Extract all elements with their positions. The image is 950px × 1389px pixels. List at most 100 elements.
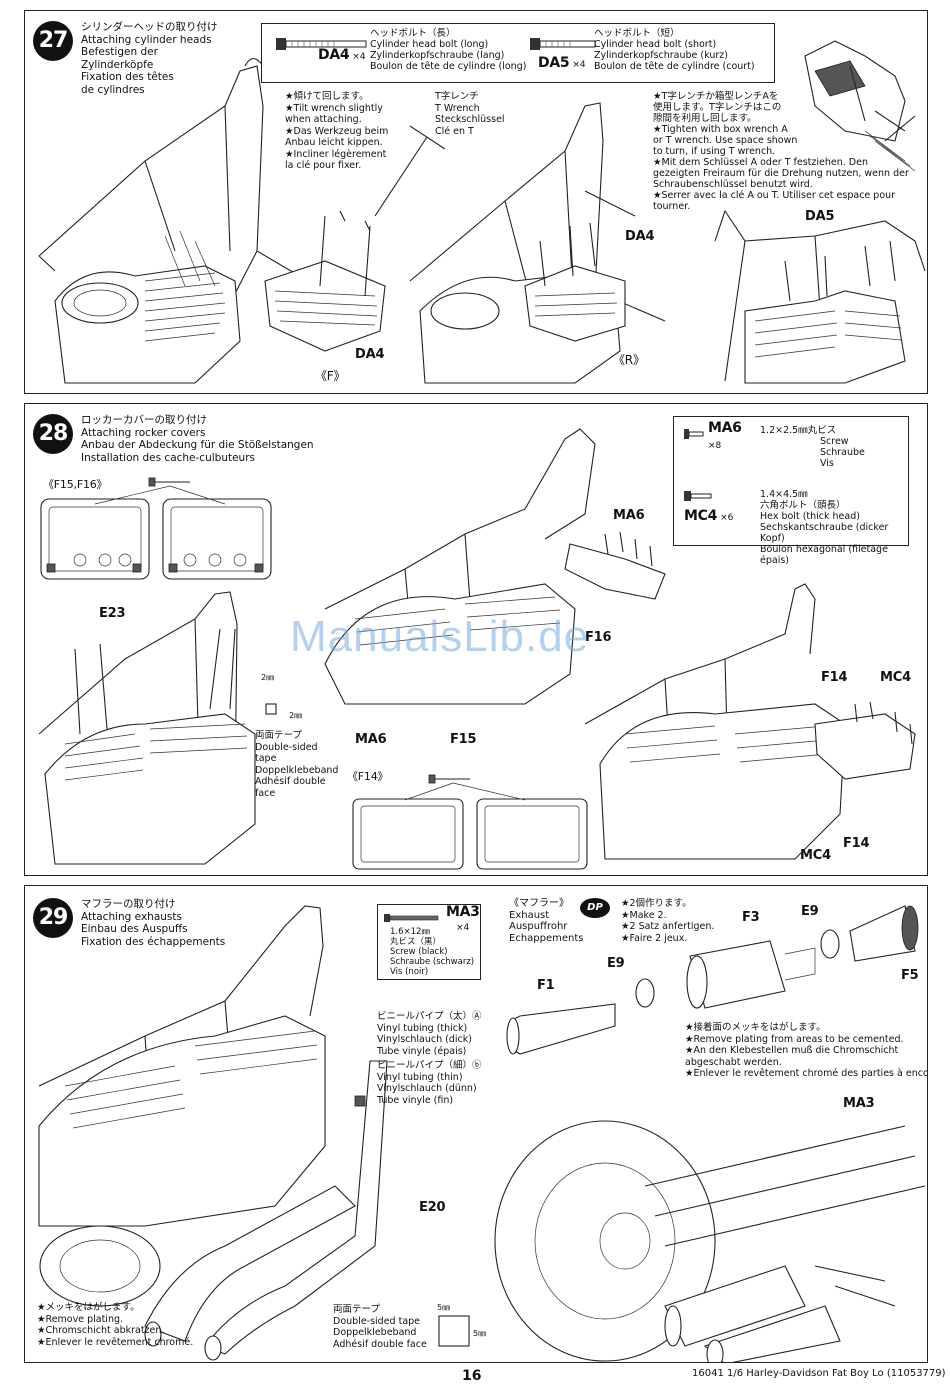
screw-ma6-de: Schraube	[820, 447, 865, 458]
note-tilt-wrench: ★傾けて回します。 ★Tilt wrench slightly when att…	[285, 91, 388, 172]
step-29-illustration	[38, 898, 926, 1362]
bolt-long-en: Cylinder head bolt (long)	[370, 39, 489, 50]
note-remove-cemented: ★接着面のメッキをはがします。 ★Remove plating from are…	[685, 1022, 927, 1080]
dp-badge: DP	[587, 902, 603, 913]
note-line: Vinyl tubing (thick)	[377, 1022, 468, 1034]
note-line: 両面テープ	[255, 730, 302, 741]
parts-box: DA4 ×4 ヘッドボルト（長） Cylinder head bolt (lon…	[261, 23, 775, 83]
title-en: Attaching rocker covers	[81, 426, 206, 439]
screw-ma3-icon	[384, 914, 439, 922]
label-mc4: MC4	[800, 848, 831, 863]
label-f3: F3	[742, 910, 760, 925]
bolt-long-qty: ×4	[352, 52, 366, 62]
label-da4: DA4	[355, 347, 385, 362]
label-e20: E20	[419, 1200, 446, 1215]
screw-ma3-size: 1.6×12㎜	[390, 927, 430, 937]
note-line: gezeigten Freiraum für die Drehung nutze…	[653, 168, 909, 179]
note-line: ★2 Satz anfertigen.	[621, 921, 715, 932]
label-ma6: MA6	[613, 508, 645, 523]
note-line: face	[255, 787, 276, 799]
note-line: ★接着面のメッキをはがします。	[685, 1022, 826, 1033]
label-f16: F16	[585, 630, 612, 645]
note-line: ★2個作ります。	[621, 898, 692, 909]
note-line: Vinylschlauch (dick)	[377, 1034, 472, 1045]
bolt-mc4-jp: 六角ボルト（頭長）	[760, 500, 846, 511]
note-make-two: ★2個作ります。 ★Make 2. ★2 Satz anfertigen. ★F…	[621, 898, 714, 944]
bolt-short-code: DA5	[538, 55, 570, 71]
tape-dim-height: 2㎜	[289, 711, 303, 720]
note-line: when attaching.	[285, 114, 362, 125]
label-f14: F14	[843, 836, 870, 851]
note-line: 両面テープ	[333, 1304, 380, 1315]
note-line: ★Das Werkzeug beim	[285, 125, 389, 137]
note-tape: 両面テープ Double-sided tape Doppelklebeband …	[255, 730, 338, 799]
label-f14-box: 《F14》	[347, 770, 389, 783]
note-line: tourner.	[653, 201, 691, 212]
screw-ma3-qty: ×4	[456, 923, 470, 933]
note-line: Echappements	[509, 932, 584, 944]
title-fr-line2: de cylindres	[81, 83, 145, 96]
note-line: Vinyl tubing (thin)	[377, 1071, 463, 1083]
bolt-short-jp: ヘッドボルト（短）	[594, 28, 680, 39]
title-jp: シリンダーヘッドの取り付け	[81, 21, 218, 33]
note-line: 隙間を利用し回します。	[653, 113, 757, 124]
note-line: tape	[255, 753, 277, 764]
note-line: Double-sided	[255, 741, 318, 753]
note-line: Tube vinyle (fin)	[377, 1094, 454, 1106]
note-line: ★T字レンチか箱型レンチAを	[653, 91, 779, 102]
bolt-short-qty: ×4	[572, 60, 586, 70]
bolt-mc4-size: 1.4×4.5㎜	[760, 489, 808, 500]
bolt-mc4-icon	[684, 491, 712, 501]
title-fr-line1: Fixation des têtes	[81, 71, 174, 83]
step-number: 29	[33, 898, 73, 938]
screw-ma3-jp: 丸ビス（黒）	[390, 937, 442, 947]
step-title: シリンダーヘッドの取り付け Attaching cylinder heads B…	[81, 21, 218, 96]
note-line: or T wrench. Use space shown	[653, 135, 798, 146]
screw-ma6-icon	[684, 429, 704, 439]
screw-ma3-de: Schraube (schwarz)	[390, 957, 475, 967]
bolt-long-icon	[276, 38, 367, 50]
label-front: 《F》	[315, 369, 346, 383]
note-line: Adhésif double face	[333, 1338, 427, 1350]
note-line: Doppelklebeband	[255, 764, 339, 776]
note-line: ビニールパイプ（太）Ⓐ	[377, 1011, 482, 1022]
note-line: Schraubenschlüssel benutzt wird.	[653, 179, 813, 190]
note-line: 《マフラー》	[509, 898, 569, 909]
t-wrench-label: T字レンチ T Wrench Steckschlüssel Clé en T	[435, 91, 505, 137]
screw-ma3-en: Screw (black)	[390, 947, 448, 957]
label-ma3: MA3	[843, 1096, 875, 1111]
note-line: ★Serrer avec la clé A ou T. Utiliser cet…	[653, 190, 896, 201]
bolt-mc4-qty: ×6	[720, 513, 734, 523]
parts-box: MA6 ×8 1.2×2.5㎜丸ビス Screw Schraube Vis MC…	[673, 416, 909, 566]
label-f15-f16: 《F15,F16》	[43, 478, 108, 491]
note-line: Tube vinyle (épais)	[377, 1045, 467, 1057]
note-line: T Wrench	[435, 102, 480, 114]
bolt-long-fr: Boulon de tête de cylindre (long)	[370, 61, 527, 72]
label-e23: E23	[99, 606, 126, 621]
note-line: la clé pour fixer.	[285, 160, 362, 171]
bolt-mc4-code: MC4	[684, 508, 718, 524]
note-line: ★Enlever le revêtement chromé.	[37, 1336, 194, 1348]
bolt-short-fr: Boulon de tête de cylindre (court)	[594, 61, 755, 72]
note-line: abgeschabt werden.	[685, 1056, 782, 1068]
step-28-illustration	[38, 428, 916, 870]
title-de: Einbau des Auspuffs	[81, 923, 188, 935]
bolt-long-jp: ヘッドボルト（長）	[370, 28, 456, 39]
note-line: ★An den Klebestellen muß die Chromschich…	[685, 1045, 899, 1056]
bolt-long-code: DA4	[318, 47, 350, 63]
page-number: 16	[462, 1368, 482, 1384]
note-line: ★メッキをはがします。	[37, 1302, 140, 1313]
note-vinyl-thin: ビニールパイプ（細）ⓑ Vinyl tubing (thin) Vinylsch…	[377, 1060, 482, 1106]
step-number: 27	[33, 21, 73, 61]
step-28-panel: 28 ロッカーカバーの取り付け Attaching rocker covers …	[24, 403, 928, 876]
note-line: Clé en T	[435, 125, 474, 137]
note-line: ★Incliner légèrement	[285, 148, 387, 160]
title-de-line2: Zylinderköpfe	[81, 58, 154, 71]
bolt-long-de: Zylinderkopfschraube (lang)	[370, 50, 505, 61]
screw-ma6-size: 1.2×2.5㎜丸ビス	[760, 425, 837, 436]
step-27-illustration	[38, 40, 926, 384]
screw-ma3-fr: Vis (noir)	[390, 967, 429, 977]
label-f14: F14	[821, 670, 848, 685]
note-line: T字レンチ	[435, 91, 479, 102]
bolt-mc4-de: Sechskantschraube (dicker Kopf)	[760, 522, 889, 544]
